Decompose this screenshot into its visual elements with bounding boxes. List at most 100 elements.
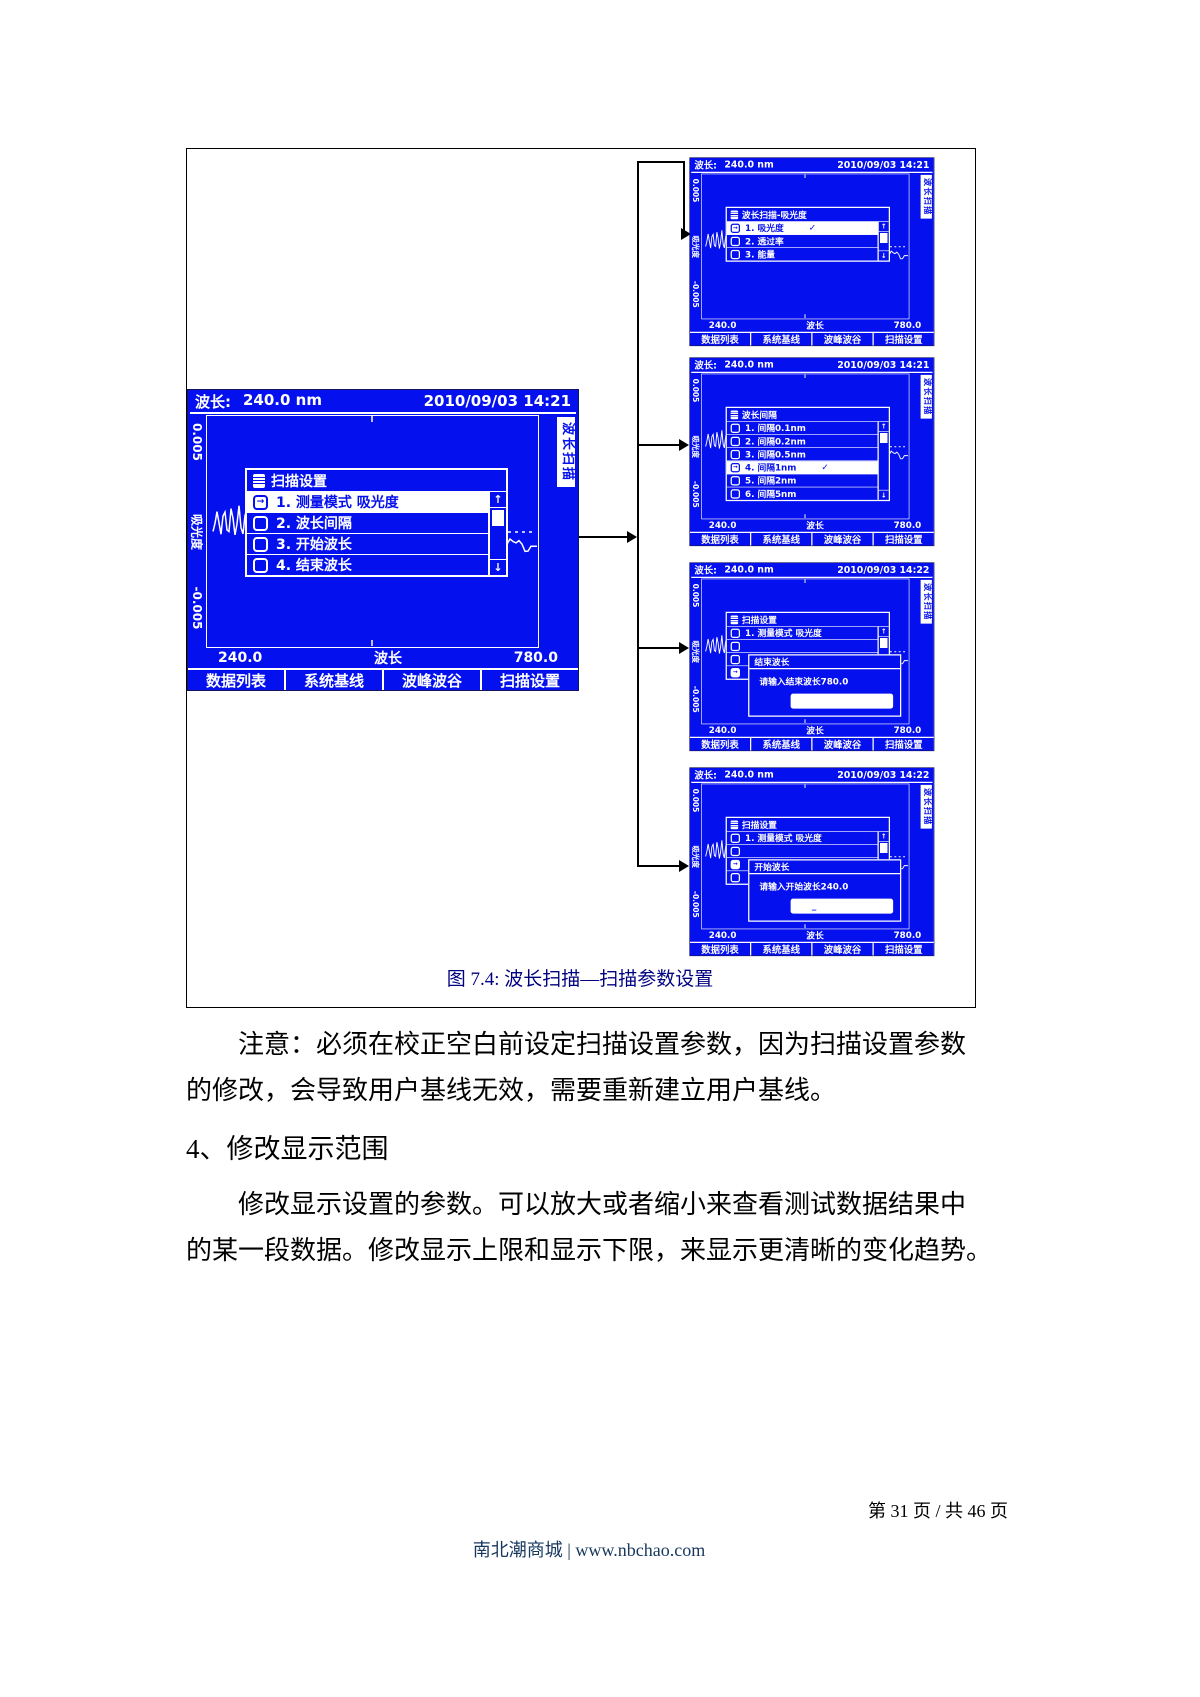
checkbox-icon: [730, 833, 740, 843]
softkey-scan-settings[interactable]: 扫描设置: [872, 533, 934, 546]
softkey-data-list[interactable]: 数据列表: [701, 738, 739, 751]
scrollbar-up-button[interactable]: ↑: [878, 832, 889, 842]
scrollbar-thumb[interactable]: [880, 638, 888, 648]
softkey-peak-valley[interactable]: 波峰波谷: [811, 943, 872, 956]
softkey-system-baseline[interactable]: 系统基线: [750, 533, 811, 546]
menu-item-label: 1. 测量模式 吸光度: [276, 495, 399, 511]
scrollbar-thumb[interactable]: [880, 843, 888, 853]
softkey-system-baseline[interactable]: 系统基线: [750, 738, 811, 751]
softkey-scan-settings[interactable]: 扫描设置: [872, 943, 934, 956]
wavelength-input-field[interactable]: [790, 693, 894, 709]
input-prompt-text: 请输入开始波长: [759, 881, 821, 892]
menu-item-label: 3. 开始波长: [276, 537, 352, 553]
menu-item-4[interactable]: →4. 间隔1nm✓: [726, 461, 878, 475]
menu-item-4[interactable]: →: [727, 666, 878, 679]
softkey-system-baseline[interactable]: 系统基线: [750, 943, 811, 956]
softkey-data-list[interactable]: 数据列表: [701, 333, 739, 346]
softkey-scan-settings[interactable]: 扫描设置: [872, 738, 934, 751]
menu-item-4[interactable]: [727, 871, 878, 884]
checkbox-icon: [730, 872, 740, 883]
input-prompt: 请输入开始波长240.0: [749, 880, 900, 893]
wavelength-input-field[interactable]: _: [790, 898, 894, 914]
scrollbar-down-button[interactable]: ↓: [878, 489, 889, 500]
scrollbar-up-button[interactable]: ↑: [878, 422, 889, 432]
scrollbar-thumb[interactable]: [880, 233, 888, 243]
dialog-title: 扫描设置: [741, 820, 777, 831]
x-axis-max: 780.0: [893, 930, 922, 941]
y-axis-min: -0.005: [691, 280, 700, 308]
dialog-scrollbar: ↑↓: [877, 421, 889, 500]
mode-tab-wavelength-scan[interactable]: 波长扫描: [920, 579, 932, 624]
selected-item-arrow-icon: →: [730, 859, 740, 869]
softkey-data-list[interactable]: 数据列表: [701, 943, 739, 956]
menu-item-1[interactable]: →1. 测量模式 吸光度: [247, 492, 488, 513]
x-axis-min: 240.0: [708, 520, 737, 531]
datetime-value: 2010/09/03 14:21: [837, 359, 930, 371]
menu-item-label: 1. 测量模式 吸光度: [745, 833, 822, 844]
dialog-header: 扫描设置: [727, 818, 889, 831]
menu-item-1[interactable]: 1. 间隔0.1nm: [726, 422, 878, 435]
softkey-peak-valley[interactable]: 波峰波谷: [811, 333, 872, 346]
softkey-scan-settings[interactable]: 扫描设置: [480, 670, 578, 690]
mode-tab-wavelength-scan[interactable]: 波长扫描: [557, 417, 575, 488]
menu-item-4[interactable]: 4. 结束波长: [247, 555, 488, 575]
menu-item-2[interactable]: [726, 845, 878, 858]
menu-item-2[interactable]: [726, 640, 878, 653]
menu-item-3[interactable]: 3. 开始波长: [247, 534, 488, 555]
x-axis-label: 波长: [374, 651, 402, 667]
mode-tab-wavelength-scan[interactable]: 波长扫描: [920, 784, 932, 829]
input-subdialog: 结束波长请输入结束波长780.0: [748, 654, 902, 717]
datetime-value: 2010/09/03 14:22: [837, 564, 930, 576]
softkey-peak-valley[interactable]: 波峰波谷: [382, 670, 480, 690]
menu-item-2[interactable]: 2. 间隔0.2nm: [726, 435, 878, 448]
wavelength-label: 波长:: [694, 769, 717, 781]
selected-item-arrow-icon: →: [730, 462, 740, 473]
y-axis-min: -0.005: [691, 890, 700, 918]
scrollbar-thumb[interactable]: [492, 510, 504, 526]
menu-item-1[interactable]: 1. 测量模式 吸光度: [726, 832, 878, 845]
checkbox-icon: [730, 475, 740, 486]
arrowhead-3: [679, 642, 689, 654]
selected-item-arrow-icon: →: [730, 667, 740, 678]
softkey-data-list[interactable]: 数据列表: [205, 671, 266, 690]
menu-item-3[interactable]: 3. 间隔0.5nm: [726, 448, 878, 462]
softkey-peak-valley[interactable]: 波峰波谷: [811, 533, 872, 546]
menu-item-6[interactable]: 6. 间隔5nm: [727, 487, 878, 500]
scrollbar-up-button[interactable]: ↑: [878, 222, 889, 232]
scrollbar-down-button[interactable]: ↓: [490, 559, 506, 575]
checkbox-icon: [730, 641, 740, 651]
mode-tab-wavelength-scan[interactable]: 波长扫描: [920, 174, 932, 219]
dialog-scrollbar: ↑↓: [488, 492, 506, 575]
softkey-data-list[interactable]: 数据列表: [701, 533, 739, 546]
menu-item-1[interactable]: 1. 测量模式 吸光度: [726, 627, 878, 640]
scrollbar-thumb[interactable]: [880, 433, 888, 443]
arrowhead-main: [627, 531, 637, 543]
menu-item-5[interactable]: 5. 间隔2nm: [726, 474, 878, 488]
menu-item-3[interactable]: 3. 能量: [727, 248, 878, 261]
input-subdialog: 开始波长请输入开始波长240.0_: [748, 859, 902, 922]
softkey-scan-settings[interactable]: 扫描设置: [872, 333, 934, 346]
scrollbar-up-button[interactable]: ↑: [490, 492, 506, 508]
dialog-title: 波长间隔: [741, 410, 777, 421]
softkey-system-baseline[interactable]: 系统基线: [750, 333, 811, 346]
connector-3: [637, 647, 681, 649]
softkey-system-baseline[interactable]: 系统基线: [284, 670, 382, 690]
mode-tab-wavelength-scan[interactable]: 波长扫描: [920, 374, 932, 419]
menu-item-1[interactable]: →1. 吸光度✓: [726, 221, 878, 235]
menu-item-2[interactable]: 2. 波长间隔: [247, 513, 488, 534]
scrollbar-down-button[interactable]: ↓: [878, 250, 889, 261]
menu-item-2[interactable]: 2. 透过率: [726, 235, 878, 248]
menu-item-label: 1. 间隔0.1nm: [745, 423, 806, 434]
note-paragraph: 注意：必须在校正空白前设定扫描设置参数，因为扫描设置参数 的修改，会导致用户基线…: [186, 1022, 966, 1114]
softkey-peak-valley[interactable]: 波峰波谷: [811, 738, 872, 751]
dialog-header: 波长扫描-吸光度: [727, 208, 889, 221]
scrollbar-up-button[interactable]: ↑: [878, 627, 889, 637]
arrowhead-4: [679, 860, 689, 872]
footer-site-link[interactable]: 南北潮商城 | www.nbchao.com: [472, 1540, 706, 1560]
